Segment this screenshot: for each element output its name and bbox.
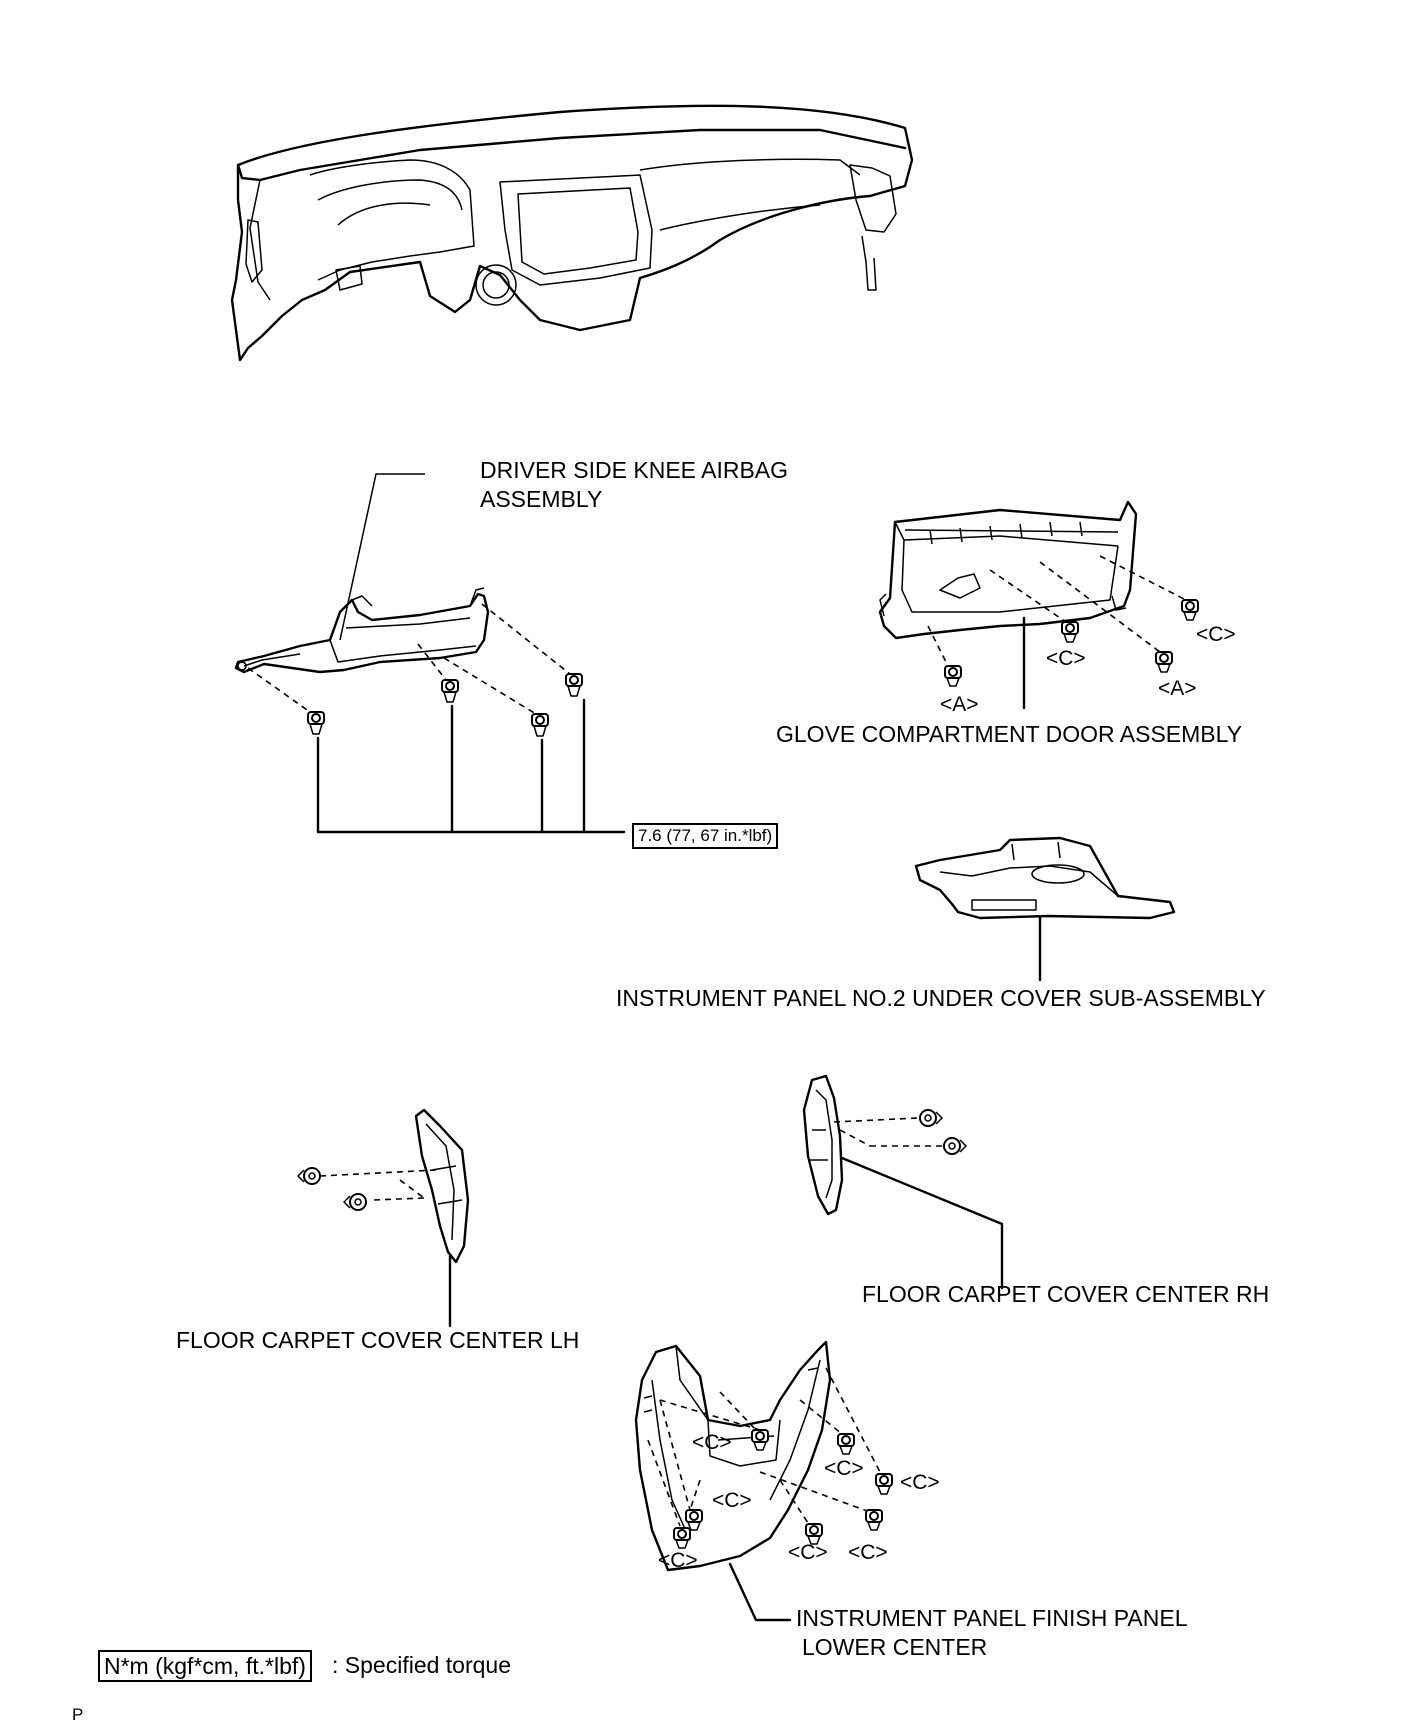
carpet-rh-leader [840, 1156, 1004, 1290]
fastener-mark-c-fp7: <C> [848, 1541, 888, 1564]
carpet-rh-clips [833, 1109, 967, 1155]
label-knee-airbag-line1: DRIVER SIDE KNEE AIRBAG [480, 457, 789, 483]
knee-airbag-leader [339, 473, 425, 641]
fastener-mark-a-right: <A> [1158, 677, 1197, 700]
torque-bracket [316, 698, 626, 834]
label-carpet-rh: FLOOR CARPET COVER CENTER RH [862, 1281, 1270, 1307]
label-finish-panel-line2: LOWER CENTER [802, 1634, 988, 1660]
legend-torque-unit-box: N*m (kgf*cm, ft.*lbf) [98, 1650, 312, 1682]
fastener-mark-c-fp2: <C> [712, 1489, 752, 1512]
carpet-lh-clips [297, 1167, 437, 1211]
fastener-mark-c-fp1: <C> [692, 1431, 732, 1454]
fastener-mark-c-fp5: <C> [658, 1549, 698, 1572]
fastener-mark-c-center: <C> [1046, 647, 1086, 670]
finish-panel-drawing [634, 1340, 832, 1572]
label-knee-airbag-line2: ASSEMBLY [480, 486, 603, 512]
glove-door-drawing [878, 500, 1138, 640]
carpet-lh-drawing [414, 1108, 470, 1264]
torque-spec-knee-airbag: 7.6 (77, 67 in.*lbf) [632, 823, 779, 849]
instrument-panel-drawing [230, 104, 914, 362]
label-glove-door: GLOVE COMPARTMENT DOOR ASSEMBLY [776, 721, 1243, 747]
label-finish-panel-line1: INSTRUMENT PANEL FINISH PANEL [796, 1605, 1188, 1631]
finish-panel-leader [728, 1562, 792, 1622]
page-code: P [72, 1705, 84, 1724]
fastener-mark-c-fp6: <C> [788, 1541, 828, 1564]
knee-airbag-bolts [247, 603, 583, 737]
fastener-mark-c-fp3: <C> [824, 1457, 864, 1480]
carpet-rh-drawing [802, 1074, 844, 1216]
under-cover-drawing [914, 836, 1176, 920]
label-under-cover: INSTRUMENT PANEL NO.2 UNDER COVER SUB-AS… [616, 985, 1266, 1011]
finish-panel-bolts [647, 1367, 893, 1549]
glove-door-bolts [927, 555, 1199, 687]
fastener-mark-c-fp4: <C> [900, 1471, 940, 1494]
knee-airbag-drawing [234, 587, 490, 674]
fastener-mark-a-left: <A> [940, 693, 979, 716]
fastener-mark-c-right: <C> [1196, 623, 1236, 646]
legend-torque-text: : Specified torque [332, 1652, 512, 1678]
label-carpet-lh: FLOOR CARPET COVER CENTER LH [176, 1327, 580, 1353]
